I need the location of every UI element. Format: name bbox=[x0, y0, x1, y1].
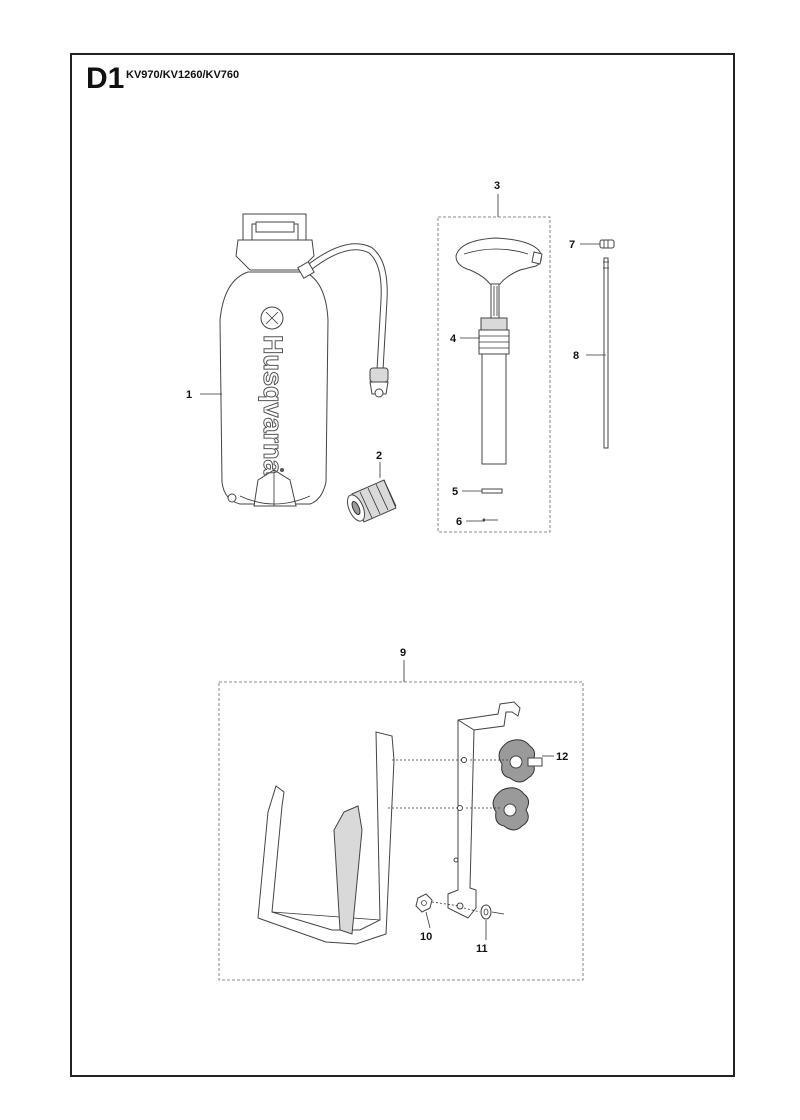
callout-2: 2 bbox=[376, 450, 382, 462]
water-tank: Husqvarna bbox=[219, 213, 329, 507]
pump-assembly-box bbox=[437, 216, 551, 533]
callout-leaders bbox=[200, 194, 606, 940]
bracket-assembly bbox=[257, 701, 543, 945]
tank-brand-text: Husqvarna bbox=[258, 335, 288, 476]
callout-7: 7 bbox=[569, 239, 575, 251]
fitting-7 bbox=[599, 239, 615, 249]
callout-11: 11 bbox=[476, 943, 488, 955]
callout-5: 5 bbox=[452, 486, 458, 498]
rod-8 bbox=[603, 257, 609, 449]
bracket-assembly-box bbox=[218, 681, 584, 981]
pump-assembly bbox=[455, 237, 543, 522]
tank-hose bbox=[297, 243, 389, 398]
callout-3: 3 bbox=[494, 180, 500, 192]
callout-8: 8 bbox=[573, 350, 579, 362]
knob-lower bbox=[492, 787, 530, 831]
knob-upper bbox=[498, 739, 543, 783]
section-code: D1 bbox=[86, 62, 125, 95]
model-list: KV970/KV1260/KV760 bbox=[126, 69, 240, 81]
callout-1: 1 bbox=[186, 389, 192, 401]
callout-6: 6 bbox=[456, 516, 462, 528]
page-frame bbox=[70, 53, 735, 1077]
quick-coupling bbox=[346, 479, 397, 523]
callout-10: 10 bbox=[420, 931, 432, 943]
callout-9: 9 bbox=[400, 647, 406, 659]
callout-12: 12 bbox=[556, 751, 568, 763]
callout-4: 4 bbox=[450, 333, 457, 345]
